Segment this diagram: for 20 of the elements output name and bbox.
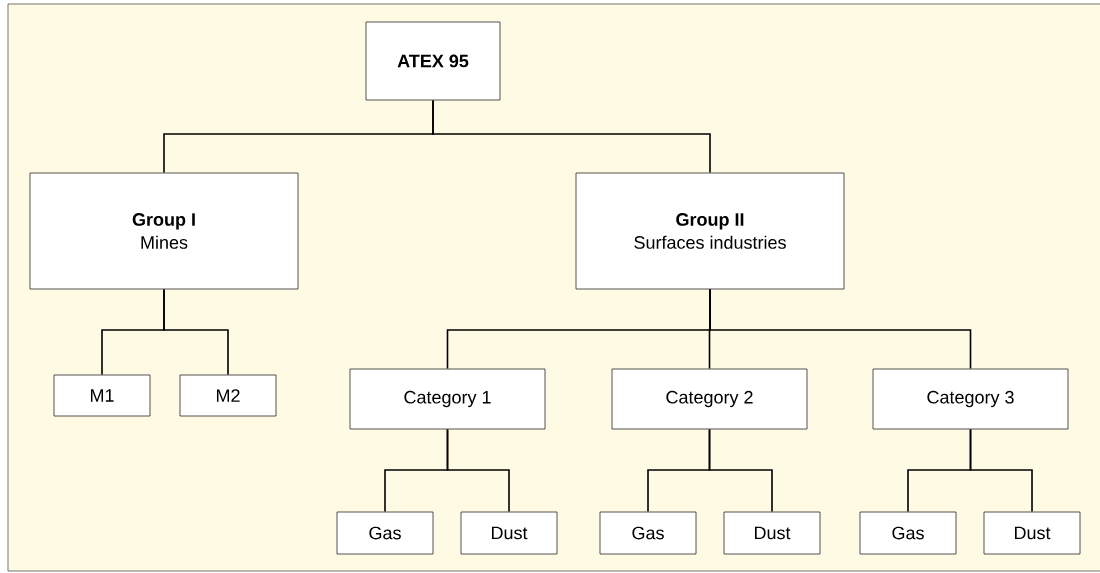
box: M2 bbox=[179, 374, 277, 417]
connector bbox=[708, 428, 773, 513]
box: Category 3 bbox=[872, 368, 1069, 430]
connector bbox=[969, 428, 1033, 513]
box: Dust bbox=[983, 511, 1081, 555]
box: Dust bbox=[460, 511, 558, 555]
connector bbox=[432, 99, 711, 174]
box: Category 1 bbox=[349, 368, 546, 430]
box: Group II Surfaces industries bbox=[575, 172, 845, 290]
box: Category 2 bbox=[611, 368, 808, 430]
connector bbox=[163, 288, 229, 376]
connector bbox=[709, 288, 972, 370]
box: M1 bbox=[53, 374, 151, 417]
box: Dust bbox=[723, 511, 821, 555]
box: Gas bbox=[599, 511, 697, 555]
box: Group I Mines bbox=[29, 172, 299, 290]
box: ATEX 95 bbox=[365, 21, 501, 101]
box: Gas bbox=[336, 511, 434, 555]
connector bbox=[446, 428, 510, 513]
box: Gas bbox=[859, 511, 957, 555]
